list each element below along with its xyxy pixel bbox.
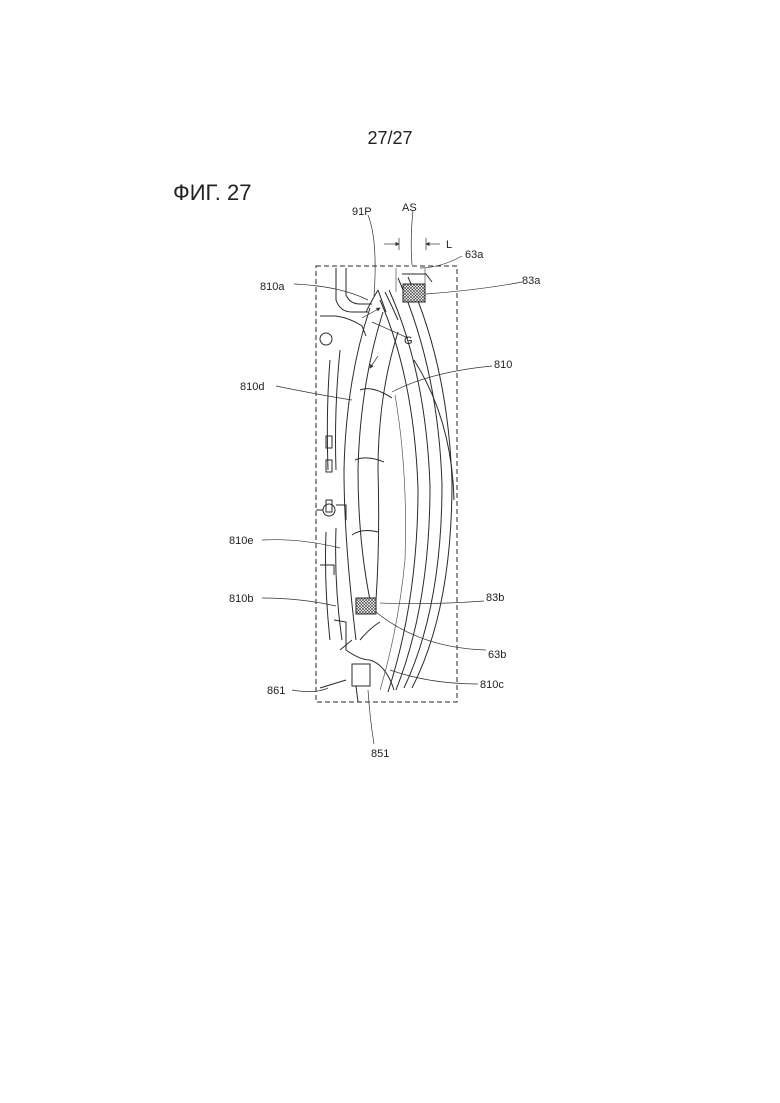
label-810b: 810b bbox=[229, 593, 253, 605]
outer-arcs bbox=[380, 277, 454, 692]
label-l: L bbox=[446, 239, 452, 251]
label-810: 810 bbox=[494, 359, 512, 371]
label-91p: 91P bbox=[352, 206, 372, 218]
label-810a: 810a bbox=[260, 281, 285, 293]
left-structure bbox=[316, 268, 394, 702]
channel-810 bbox=[344, 308, 398, 640]
label-810d: 810d bbox=[240, 381, 264, 393]
label-83b: 83b bbox=[486, 592, 504, 604]
label-851: 851 bbox=[371, 748, 389, 760]
label-63b: 63b bbox=[488, 649, 506, 661]
label-as: AS bbox=[402, 202, 417, 214]
label-861: 861 bbox=[267, 685, 285, 697]
leader-lines bbox=[262, 210, 522, 744]
label-810e: 810e bbox=[229, 535, 253, 547]
label-810c: 810c bbox=[480, 679, 504, 691]
label-63a: 63a bbox=[465, 249, 484, 261]
label-g: G bbox=[404, 335, 413, 347]
label-83a: 83a bbox=[522, 275, 541, 287]
hatched-block-83b bbox=[356, 598, 376, 614]
hatched-block-83a bbox=[403, 284, 425, 302]
detail-frame bbox=[316, 266, 457, 702]
